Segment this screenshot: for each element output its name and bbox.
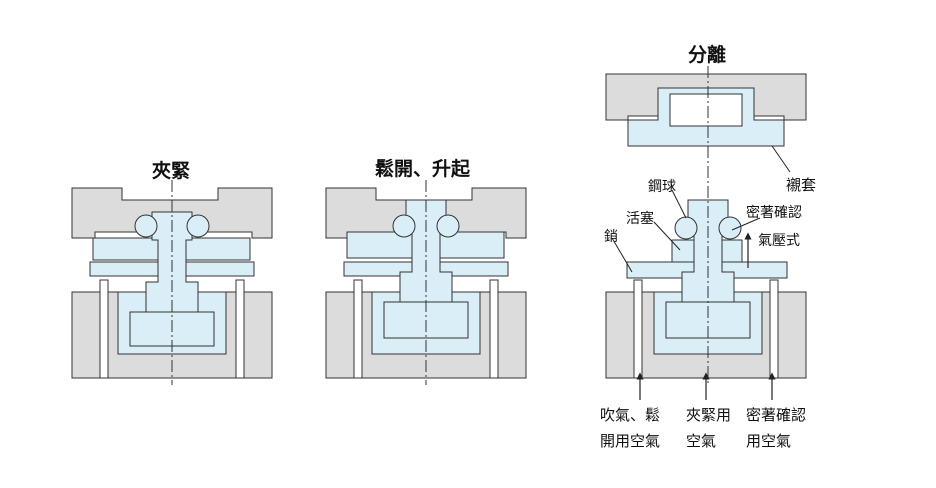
label-pin: 銷 xyxy=(604,229,618,245)
release-ball-right xyxy=(436,214,460,238)
leader-lines xyxy=(611,145,791,273)
label-port-clamp-line2: 空氣 xyxy=(686,432,717,450)
label-seat-check: 密著確認 xyxy=(746,205,802,221)
label-port-blow-line1: 吹氣、鬆 xyxy=(600,406,661,424)
separate-unit xyxy=(605,66,807,385)
label-bushing: 襯套 xyxy=(786,176,817,194)
label-port-seat-line1: 密著確認 xyxy=(746,406,807,424)
label-piston: 活塞 xyxy=(626,211,654,227)
label-port-blow-line2: 開用空氣 xyxy=(600,432,661,450)
bushing-bore xyxy=(669,93,743,127)
release-unit xyxy=(325,180,527,385)
clamp-ball-left xyxy=(134,214,158,238)
label-port-clamp-line1: 夾緊用 xyxy=(686,406,732,424)
label-port-seat-line2: 用空氣 xyxy=(746,432,792,450)
release-ball-left xyxy=(392,214,416,238)
title-clamp: 夾緊 xyxy=(152,160,191,182)
separate-ball-right xyxy=(718,216,742,240)
flow-arrows xyxy=(636,232,776,400)
label-air-pressure: 氣壓式 xyxy=(758,233,800,249)
title-release: 鬆開、升起 xyxy=(375,158,471,180)
title-separate: 分離 xyxy=(688,44,727,66)
separate-ball-left xyxy=(674,216,698,240)
clamp-ball-right xyxy=(186,214,210,238)
label-steel-ball: 鋼球 xyxy=(648,179,676,195)
clamp-unit xyxy=(71,180,273,385)
